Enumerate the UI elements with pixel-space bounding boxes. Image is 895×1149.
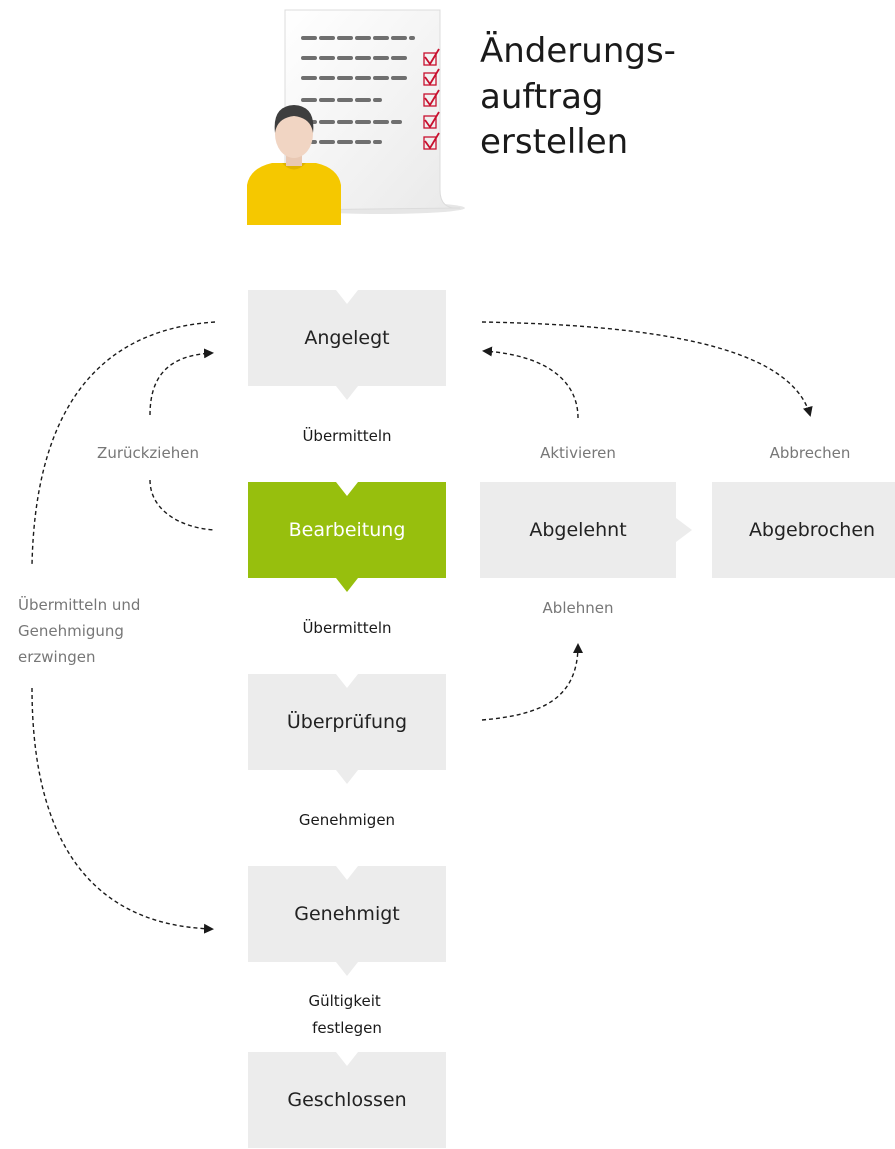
- checklist-lines: [301, 36, 415, 144]
- node-geschlossen: Geschlossen: [248, 1052, 446, 1148]
- node-angelegt: Angelegt: [248, 290, 446, 400]
- transition-genehmigen: Genehmigen: [299, 811, 395, 829]
- title-line-2: auftrag: [480, 77, 603, 117]
- arrow-erzwingen-lower: [31, 687, 214, 934]
- transition-abbrechen: Abbrechen: [770, 444, 851, 462]
- arrow-zurueckziehen-lower: [149, 479, 216, 531]
- arrow-abbrechen: [481, 321, 813, 417]
- transition-ablehnen: Ablehnen: [543, 599, 614, 617]
- checkbox-icons: [423, 48, 440, 150]
- node-abgebrochen: Abgebrochen: [712, 482, 895, 578]
- node-bearbeitung: Bearbeitung: [248, 482, 446, 592]
- node-genehmigt: Genehmigt: [248, 866, 446, 976]
- arrow-aktivieren: [482, 346, 579, 419]
- arrow-zurueckziehen-upper: [149, 348, 214, 416]
- checklist-document-with-person-icon: [247, 9, 465, 225]
- transition-erzwingen: Übermitteln und Genehmigung erzwingen: [18, 595, 145, 666]
- title-line-3: erstellen: [480, 122, 628, 162]
- node-ueberpruefung-label: Überprüfung: [287, 710, 407, 733]
- node-angelegt-label: Angelegt: [304, 327, 389, 349]
- node-abgelehnt-label: Abgelehnt: [529, 519, 626, 541]
- transition-uebermitteln-1: Übermitteln: [302, 426, 391, 445]
- transition-uebermitteln-2: Übermitteln: [302, 618, 391, 637]
- person-icon: [247, 105, 341, 225]
- node-geschlossen-label: Geschlossen: [287, 1089, 406, 1111]
- page-title: Änderungs- auftrag erstellen: [480, 31, 687, 162]
- title-line-1: Änderungs-: [480, 31, 676, 71]
- transition-gueltigkeit-festlegen: Gültigkeit festlegen: [308, 992, 385, 1037]
- transition-zurueckziehen: Zurückziehen: [97, 444, 199, 462]
- node-bearbeitung-label: Bearbeitung: [289, 519, 406, 541]
- transition-aktivieren: Aktivieren: [540, 444, 616, 462]
- node-abgelehnt: Abgelehnt: [480, 482, 692, 578]
- node-genehmigt-label: Genehmigt: [294, 903, 399, 925]
- node-abgebrochen-label: Abgebrochen: [749, 519, 875, 541]
- node-ueberpruefung: Überprüfung: [248, 674, 446, 784]
- arrow-ablehnen: [481, 643, 583, 721]
